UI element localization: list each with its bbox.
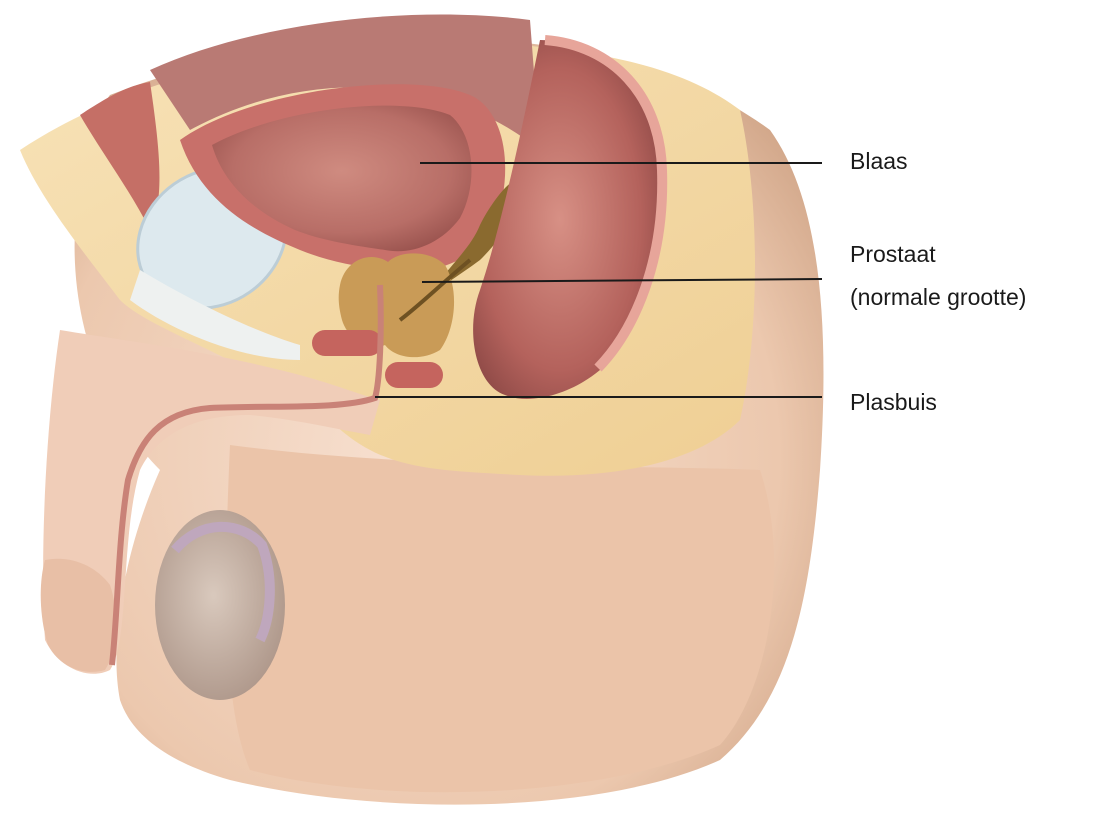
bladder-label: Blaas [850,145,908,177]
thigh-skin [226,445,774,792]
prostate-size-note: (normale grootte) [850,281,1026,313]
pelvic-floor-muscle-2 [385,362,443,388]
urethra-label: Plasbuis [850,386,937,418]
prostate-label: Prostaat [850,238,936,270]
pelvic-floor-muscle-1 [312,330,382,356]
